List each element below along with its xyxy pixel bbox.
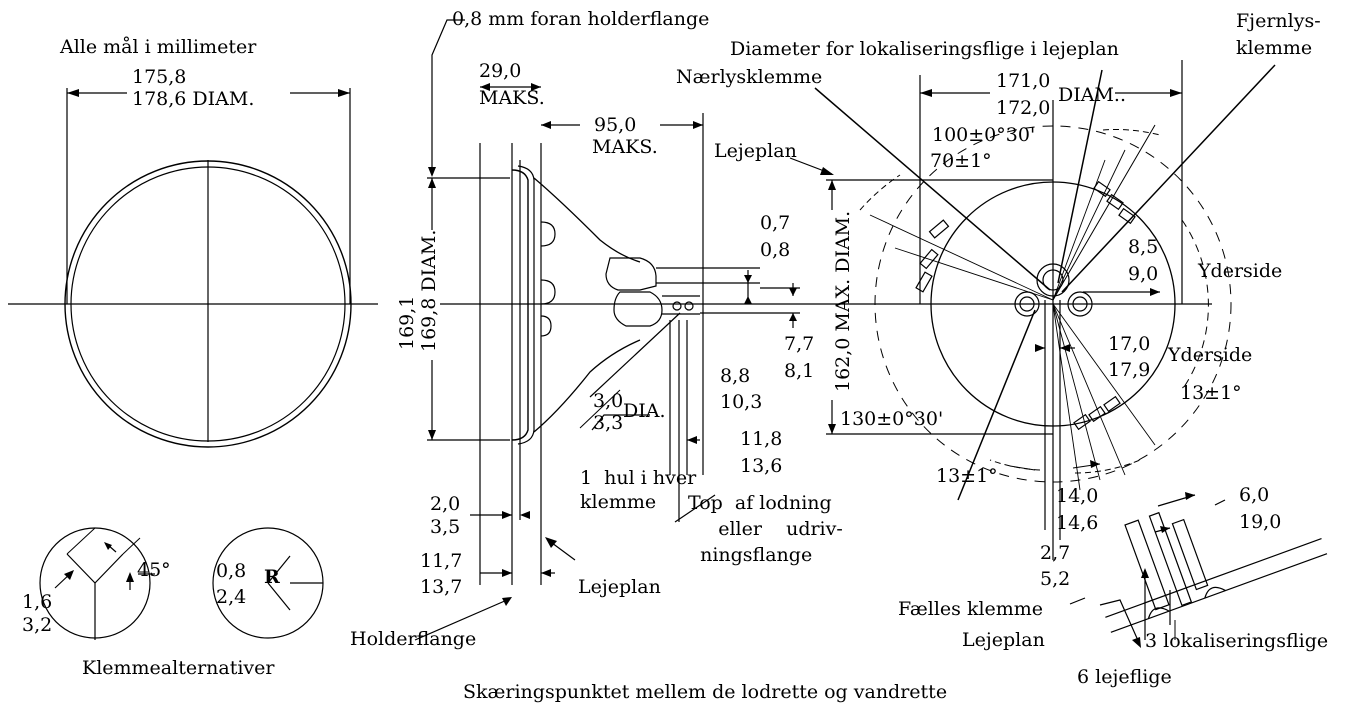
dim-117-137-b: 13,7 (420, 576, 463, 598)
terminal-alternatives (39, 527, 324, 640)
dim-07-08-a: 0,7 (760, 212, 791, 234)
hole-dia-label: DIA. (623, 400, 666, 422)
dim-140-146-a: 14,0 (1056, 485, 1099, 507)
dim-140-146-b: 14,6 (1056, 512, 1099, 534)
low-beam-terminal-label: Nærlysklemme (676, 66, 823, 88)
angle-100: 100±0°30' (932, 124, 1036, 146)
r-08-24-a: 0,8 (216, 560, 247, 582)
dim-117-137-a: 11,7 (420, 550, 463, 572)
bottom-note: Skæringspunktet mellem de lodrette og va… (463, 681, 948, 703)
dim-27-52-b: 5,2 (1040, 568, 1071, 590)
dim-77-81-b: 8,1 (784, 360, 815, 382)
hole-note: 1 hul i hver klemme (580, 467, 697, 513)
rear-view (814, 60, 1328, 648)
dim-60-190-b: 19,0 (1239, 511, 1282, 533)
dim-170-179-b: 17,9 (1108, 359, 1151, 381)
dim-170-179-a: 17,0 (1108, 333, 1151, 355)
dim-118-136-b: 13,6 (740, 455, 783, 477)
dim-95-max-b: MAKS. (592, 136, 658, 158)
dim-29-max-a: 29,0 (479, 60, 522, 82)
front-diam-top: 175,8 (132, 66, 187, 88)
dim-16-32-a: 1,6 (22, 591, 53, 613)
vert-diam-169-b: 169,8 DIAM. (418, 229, 440, 352)
dim-07-08-b: 0,8 (760, 239, 791, 261)
front-view (8, 88, 378, 448)
solder-note: Top af lodning eller udriv- ningsflange (688, 492, 843, 566)
dim-77-81-a: 7,7 (784, 333, 815, 355)
dim-27-52-a: 2,7 (1040, 542, 1071, 564)
bearing-tabs-label: 6 lejeflige (1077, 666, 1172, 688)
dim-95-max-a: 95,0 (594, 114, 637, 136)
diam-171-b: 172,0 (996, 97, 1051, 119)
high-beam-terminal-label: Fjernlys- klemme (1236, 8, 1321, 62)
dim-85-90-b: 9,0 (1128, 263, 1159, 285)
dim-60-190-a: 6,0 (1239, 484, 1270, 506)
common-terminal-label: Fælles klemme (898, 598, 1044, 620)
dim-118-136-a: 11,8 (740, 428, 783, 450)
angle-130: 130±0°30' (840, 408, 944, 430)
hole-dia-a: 3,0 (593, 390, 624, 412)
angle-45: 45° (137, 559, 171, 581)
dim-20-35-a: 2,0 (430, 493, 461, 515)
dim-85-90-a: 8,5 (1128, 236, 1159, 258)
angle-70: 70±1° (930, 150, 992, 172)
outside-label-1: Yderside (1198, 260, 1283, 282)
high-beam-terminal-text: Fjernlys- klemme (1236, 10, 1321, 59)
r-label: R (264, 566, 280, 588)
r-08-24-b: 2,4 (216, 586, 247, 608)
angle-13-right: 13±1° (1180, 382, 1242, 404)
angle-13-left: 13±1° (936, 465, 998, 487)
diam-171-a: 171,0 (996, 70, 1051, 92)
dim-20-35-b: 3,5 (430, 516, 461, 538)
tab-diameter-note: Diameter for lokaliseringsflige i lejepl… (730, 38, 1119, 60)
holder-flange-label: Holderflange (350, 628, 477, 650)
flange-note: 0,8 mm foran holderflange (452, 8, 710, 30)
locating-tabs-label: 3 lokaliseringsflige (1145, 630, 1329, 652)
dim-88-103-a: 8,8 (720, 365, 751, 387)
diam-label: DIAM.. (1058, 84, 1126, 106)
dim-29-max-b: MAKS. (479, 87, 545, 109)
bearing-plane-top: Lejeplan (714, 140, 797, 162)
hole-dia-b: 3,3 (593, 412, 624, 434)
outside-label-2: Yderside (1168, 344, 1253, 366)
dim-88-103-b: 10,3 (720, 391, 763, 413)
units-note: Alle mål i millimeter (60, 36, 257, 58)
terminal-alternatives-caption: Klemmealternativer (82, 657, 275, 679)
dim-16-32-b: 3,2 (22, 614, 53, 636)
bearing-plane-lower: Lejeplan (962, 629, 1045, 651)
front-diam-bottom: 178,6 DIAM. (132, 88, 255, 110)
side-view (414, 19, 1212, 641)
vert-diam-169-a: 169,1 (396, 295, 418, 350)
bearing-plane-bottom: Lejeplan (578, 576, 661, 598)
vert-max-diam-162: 162,0 MAX. DIAM. (832, 210, 854, 392)
